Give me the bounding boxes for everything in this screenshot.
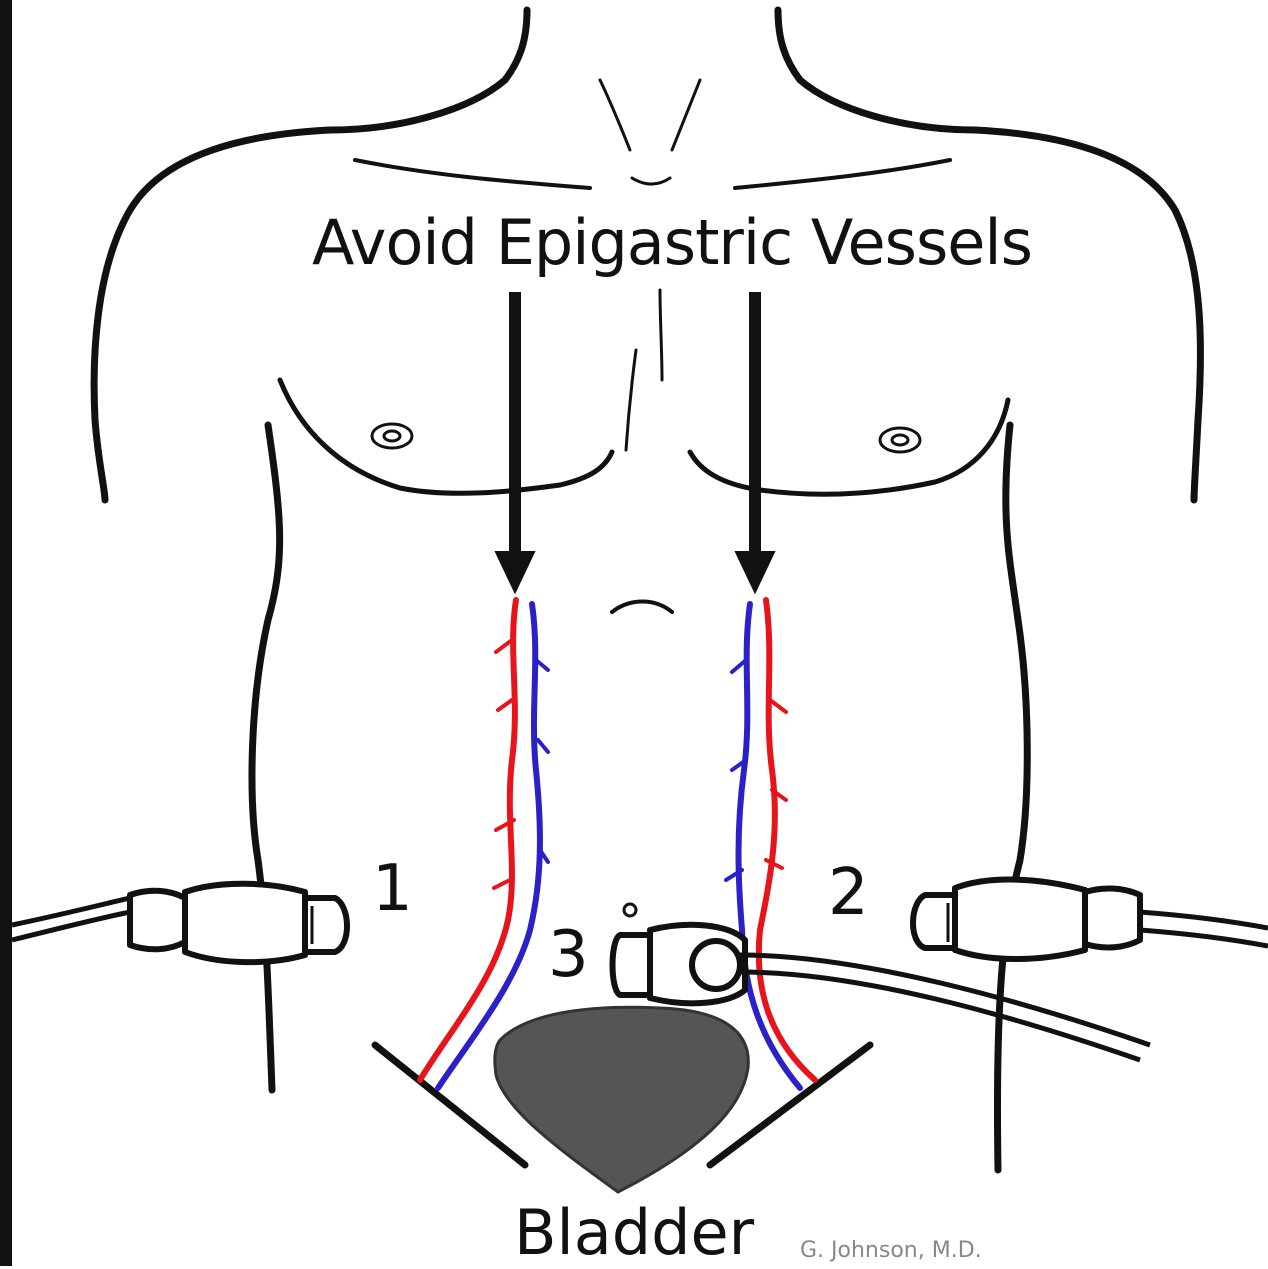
- sternum-line: [660, 290, 662, 380]
- probe-2-label: 2: [828, 856, 869, 930]
- left-arrow-head: [496, 552, 534, 592]
- nipples: [372, 424, 920, 452]
- left-epigastric-vein: [438, 604, 540, 1088]
- probe-3-label: 3: [548, 918, 589, 992]
- left-pectoral: [280, 380, 612, 493]
- probe-2: [913, 880, 1268, 959]
- right-pectoral: [690, 400, 1008, 494]
- right-epigastric-vessels: [726, 600, 815, 1088]
- bladder-label: Bladder: [514, 1196, 754, 1269]
- sternum-line-left: [626, 350, 636, 450]
- probe-2-cable: [1140, 912, 1268, 946]
- neck-line-right: [672, 80, 700, 150]
- left-epigastric-artery: [420, 600, 516, 1080]
- probe-1: [12, 884, 347, 962]
- probe-3-cable: [740, 955, 1150, 1060]
- right-clavicle: [735, 160, 950, 188]
- right-torso-side: [997, 425, 1027, 1170]
- left-epigastric-vessels: [420, 600, 548, 1088]
- neck-line-left: [600, 80, 630, 150]
- left-nipple: [372, 424, 412, 448]
- probe-1-label: 1: [372, 852, 413, 926]
- right-arrow-head: [736, 552, 774, 592]
- left-clavicle: [355, 160, 590, 188]
- sternal-notch: [632, 178, 670, 184]
- arrows: [496, 292, 774, 592]
- right-epigastric-artery: [759, 600, 815, 1080]
- author-credit: G. Johnson, M.D.: [800, 1238, 982, 1263]
- probe-1-cable: [12, 898, 130, 940]
- diagram-title: Avoid Epigastric Vessels: [312, 206, 1032, 279]
- navel: [612, 602, 672, 613]
- left-torso-side: [252, 425, 280, 1090]
- right-nipple: [880, 428, 920, 452]
